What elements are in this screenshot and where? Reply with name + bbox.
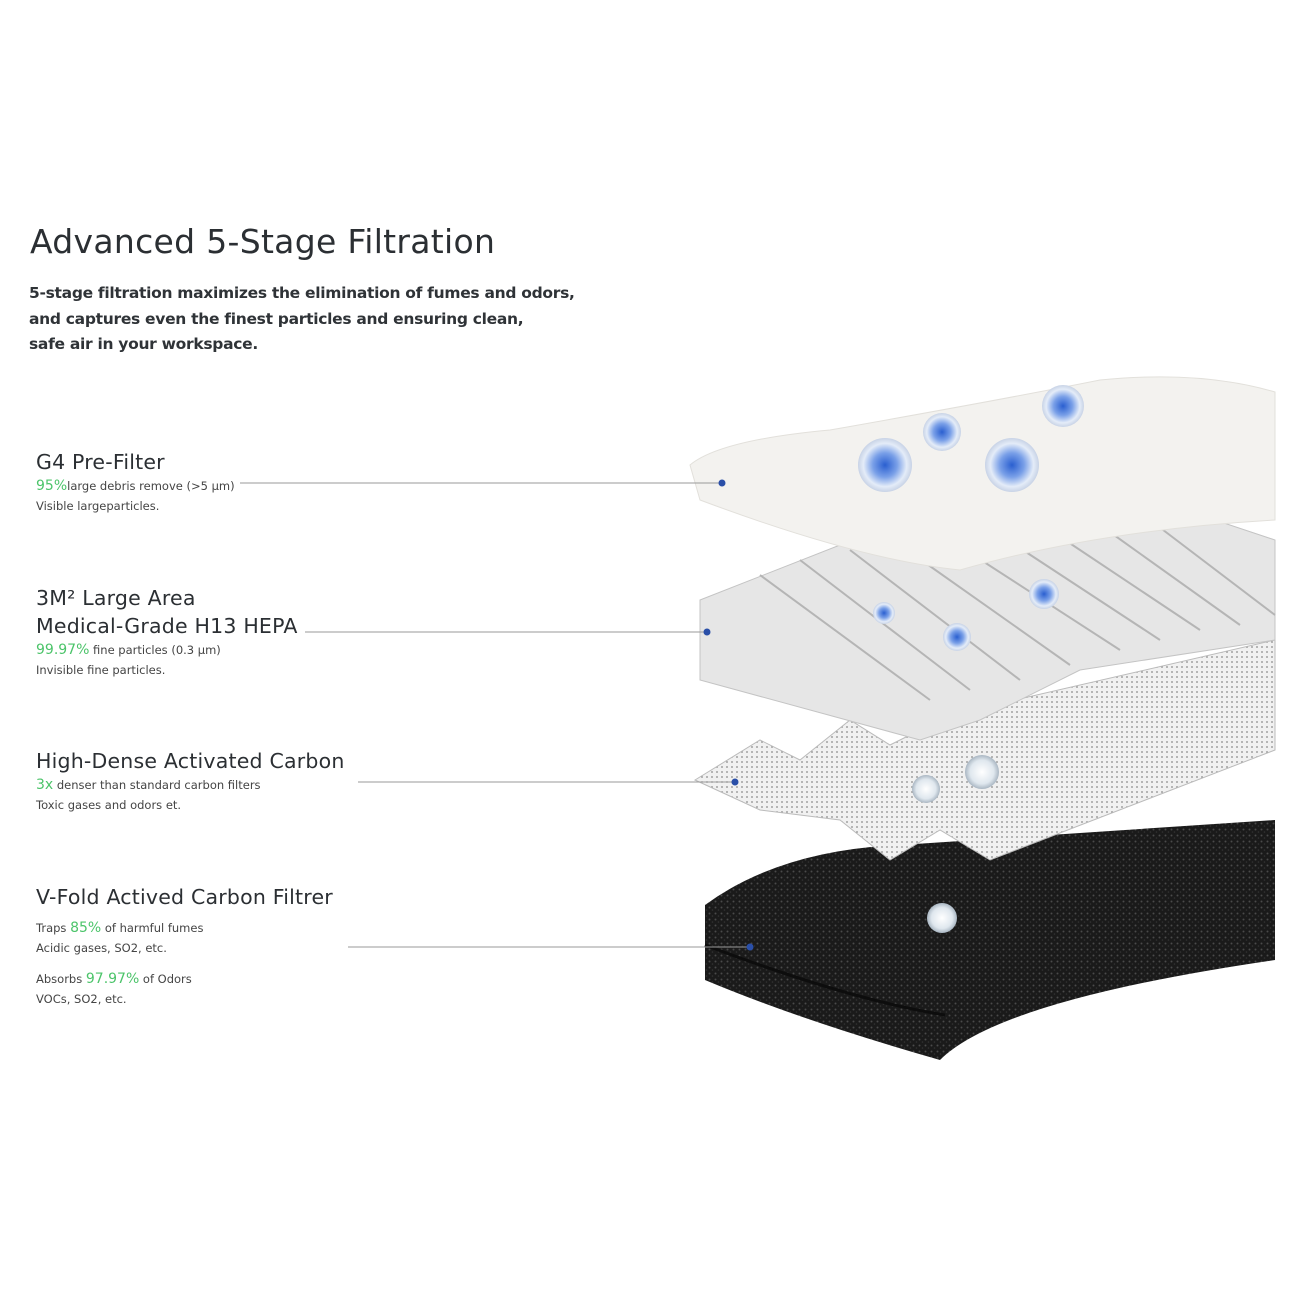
stage-note: Visible largeparticles. — [36, 499, 160, 513]
stage-stat: 99.97% fine particles (0.3 μm) — [36, 640, 298, 660]
stage-heading: V-Fold Actived Carbon Filtrer — [36, 885, 333, 909]
stage-heading: 3M² Large Area — [36, 586, 196, 610]
intro-line: and captures even the finest particles a… — [29, 309, 524, 328]
stat-text: Traps — [36, 921, 71, 935]
stat-value: 95% — [36, 478, 68, 494]
activated-carbon-pleats — [693, 639, 1276, 861]
stage-heading: G4 Pre-Filter — [36, 450, 165, 474]
stat-value: 3x — [36, 777, 54, 793]
stat-text: Absorbs — [36, 972, 86, 986]
marker-dot-g4 — [718, 479, 726, 487]
stage-activated-carbon: High-Dense Activated Carbon 3x denser th… — [36, 747, 345, 815]
v-fold-carbon-filter — [704, 820, 1275, 1060]
stat-value: 85% — [70, 920, 102, 936]
stat-value: 97.97% — [85, 971, 140, 987]
intro-line: 5-stage filtration maximizes the elimina… — [29, 284, 575, 302]
page-title: Advanced 5-Stage Filtration — [30, 222, 496, 261]
marker-dot-hepa — [703, 628, 711, 636]
stat-text: large debris remove (>5 μm) — [67, 479, 235, 493]
g4-pre-filter-pad — [689, 376, 1276, 571]
particle-bubbles — [858, 385, 1084, 933]
stage-note: Acidic gases, SO2, etc. — [36, 941, 167, 955]
stat-text: of harmful fumes — [101, 921, 204, 935]
stage-stat: 95%large debris remove (>5 μm) — [36, 476, 235, 496]
stage-stat: 3x denser than standard carbon filters — [36, 775, 345, 795]
stat-text: of Odors — [139, 972, 192, 986]
intro-line: safe air in your workspace. — [29, 335, 258, 353]
stage-stat: Absorbs 97.97% of Odors — [36, 969, 333, 989]
stat-text: denser than standard carbon filters — [53, 778, 261, 792]
stage-hepa: 3M² Large Area Medical-Grade H13 HEPA 99… — [36, 584, 298, 680]
marker-dot-vfold — [746, 943, 754, 951]
intro-text: 5-stage filtration maximizes the elimina… — [29, 281, 629, 358]
stat-text: fine particles (0.3 μm) — [89, 643, 221, 657]
stage-stat: Traps 85% of harmful fumes — [36, 918, 333, 938]
stage-note: Toxic gases and odors et. — [36, 798, 182, 812]
stage-heading: Medical-Grade H13 HEPA — [36, 614, 298, 638]
stage-v-fold-carbon: V-Fold Actived Carbon Filtrer Traps 85% … — [36, 883, 333, 1009]
stage-heading: High-Dense Activated Carbon — [36, 749, 345, 773]
stage-note: VOCs, SO2, etc. — [36, 992, 127, 1006]
stage-g4-pre-filter: G4 Pre-Filter 95%large debris remove (>5… — [36, 448, 235, 516]
marker-dot-carbon — [731, 778, 739, 786]
stage-note: Invisible fine particles. — [36, 663, 166, 677]
stat-value: 99.97% — [36, 642, 90, 658]
